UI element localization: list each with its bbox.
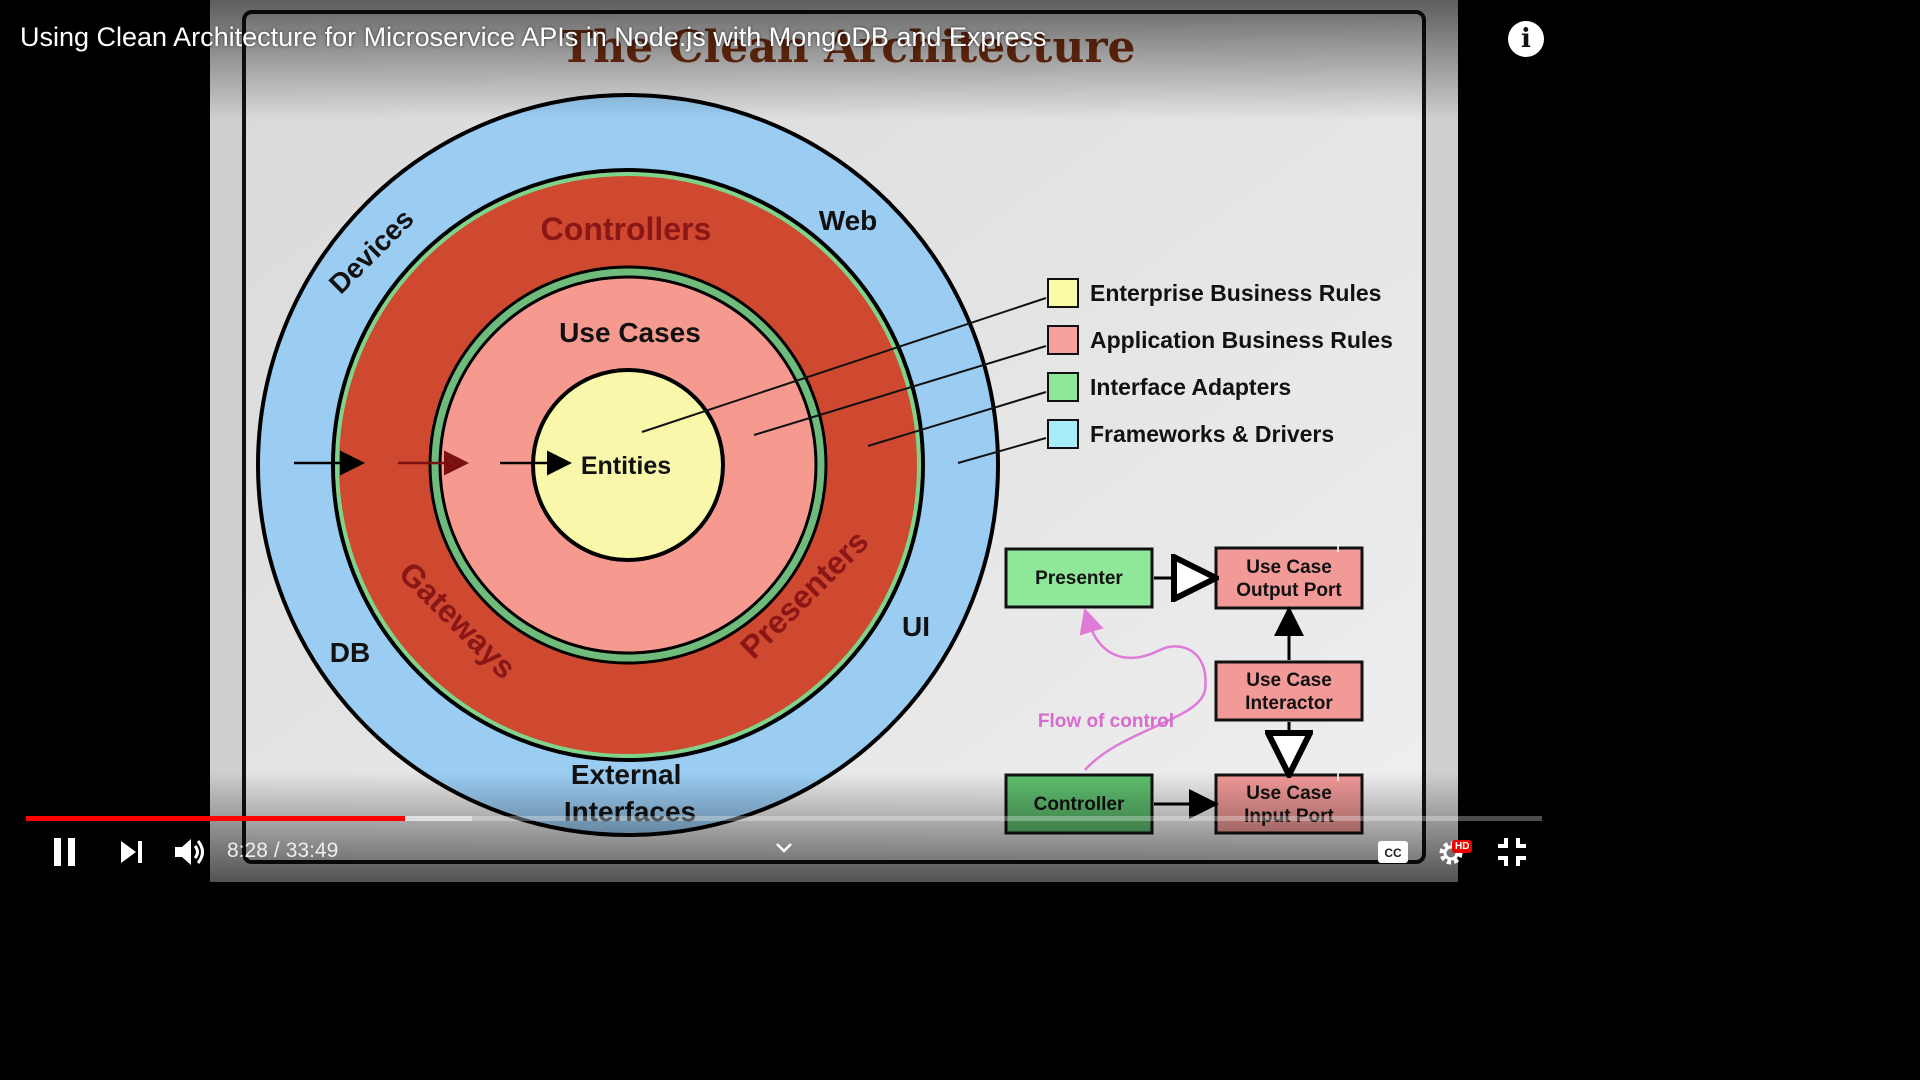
legend-swatch-enterprise <box>1047 278 1079 308</box>
legend-leader <box>641 297 1047 433</box>
legend-label-application: Application Business Rules <box>1090 327 1393 353</box>
ring-label-web: Web <box>819 205 878 236</box>
progress-bar[interactable] <box>26 816 1542 821</box>
legend-swatch-frameworks <box>1047 419 1079 449</box>
pause-icon <box>54 838 75 866</box>
legend-label-adapters: Interface Adapters <box>1090 374 1291 400</box>
cc-icon: CC <box>1378 841 1408 863</box>
ring-label-use-cases: Use Cases <box>559 317 701 348</box>
pause-button[interactable] <box>50 836 80 868</box>
next-button[interactable] <box>118 838 146 866</box>
ring-label-controllers: Controllers <box>541 211 712 247</box>
controller-label: Controller <box>1034 794 1125 815</box>
settings-icon <box>1439 841 1463 865</box>
clean-architecture-slide: The Clean Architecture Devices Web DB UI… <box>242 10 1426 864</box>
legend-label-enterprise: Enterprise Business Rules <box>1090 280 1381 306</box>
interface-marker: I <box>1336 543 1339 555</box>
legend-swatch-adapters <box>1047 372 1079 402</box>
video-title[interactable]: Using Clean Architecture for Microservic… <box>20 22 1047 52</box>
legend: Enterprise Business Rules Application Bu… <box>1047 278 1393 449</box>
current-time: 8:28 <box>227 839 268 862</box>
captions-button[interactable]: CC <box>1376 838 1410 866</box>
exit-fullscreen-icon <box>1498 838 1526 866</box>
ring-label-entities: Entities <box>581 452 671 480</box>
legend-leader <box>867 391 1047 447</box>
progress-played <box>26 816 405 821</box>
volume-icon <box>175 839 204 865</box>
svg-text:CC: CC <box>1384 846 1402 860</box>
ring-label-ui: UI <box>902 611 930 642</box>
flow-of-control-label: Flow of control <box>1038 711 1174 732</box>
expand-chevron-button[interactable] <box>774 840 794 856</box>
time-separator: / <box>273 839 280 862</box>
video-player[interactable]: The Clean Architecture Devices Web DB UI… <box>0 0 1568 882</box>
next-icon <box>121 841 142 863</box>
legend-label-frameworks: Frameworks & Drivers <box>1090 421 1334 447</box>
interface-marker: I <box>1336 772 1339 784</box>
presenter-label: Presenter <box>1035 568 1123 589</box>
info-icon[interactable]: i <box>1508 21 1544 57</box>
hd-badge: HD <box>1452 840 1473 853</box>
volume-button[interactable] <box>172 834 208 870</box>
legend-leader <box>957 437 1047 464</box>
flow-of-control-curve <box>1079 608 1207 771</box>
legend-leader <box>753 345 1047 436</box>
legend-swatch-application <box>1047 325 1079 355</box>
duration: 33:49 <box>285 839 339 862</box>
settings-button[interactable] <box>1436 836 1470 868</box>
chevron-down-icon <box>776 843 792 853</box>
time-display: 8:28/33:49 <box>227 839 338 863</box>
presenter-box <box>1004 547 1154 609</box>
ring-label-db: DB <box>330 637 370 668</box>
interactor-box <box>1214 660 1364 722</box>
entities-ring <box>531 368 725 562</box>
exit-fullscreen-button[interactable] <box>1496 836 1528 868</box>
